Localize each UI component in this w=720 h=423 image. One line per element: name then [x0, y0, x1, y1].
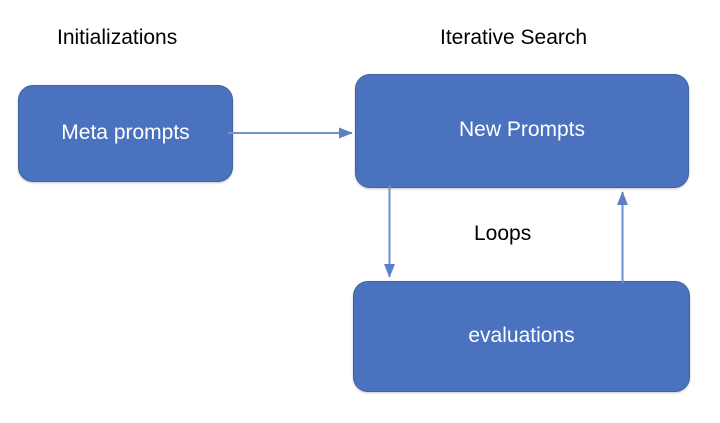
node-evaluations-label: evaluations — [468, 323, 575, 347]
node-new-prompts[interactable]: New Prompts — [355, 74, 689, 188]
arrow-evaluations-to-new-prompts — [617, 191, 628, 283]
node-meta-prompts[interactable]: Meta prompts — [18, 85, 233, 182]
node-meta-prompts-label: Meta prompts — [61, 120, 190, 144]
arrow-new-prompts-to-evaluations — [384, 186, 395, 278]
caption-iterative-search: Iterative Search — [440, 26, 588, 49]
caption-loops: Loops — [474, 222, 532, 245]
arrow-meta-prompts-to-new-prompts — [228, 127, 353, 139]
node-evaluations[interactable]: evaluations — [353, 281, 690, 392]
node-new-prompts-label: New Prompts — [458, 118, 586, 141]
caption-initializations: Initializations — [57, 26, 178, 49]
